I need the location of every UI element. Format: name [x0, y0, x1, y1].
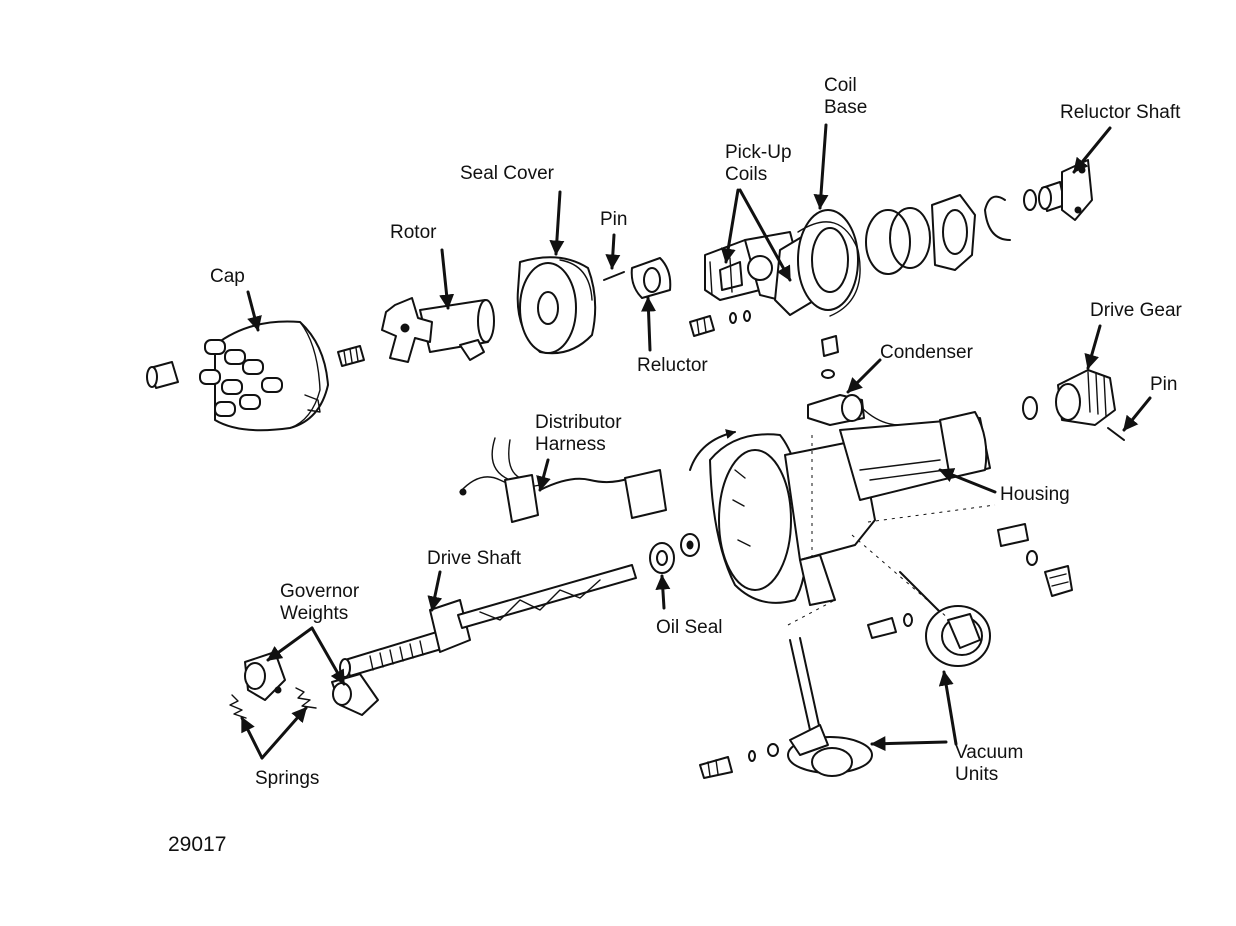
- label-governor-line1: Governor: [280, 581, 360, 602]
- springs-arrow-1: [240, 716, 264, 760]
- pickup-screw-part: [689, 310, 751, 337]
- reluctor-shaft-part: [1038, 159, 1093, 221]
- rotor-arrow: [439, 248, 455, 310]
- pickup-arrow-2: [738, 188, 792, 282]
- drive-gear-arrow: [1084, 324, 1102, 370]
- leader-arrows: [240, 123, 1152, 760]
- housing-arrow: [938, 468, 997, 494]
- seal-cover-part: [516, 256, 597, 355]
- distributor-harness-part: [459, 437, 667, 523]
- label-pickup-coils-line1: Pick-Up: [725, 142, 792, 163]
- seal-cover-arrow: [549, 190, 565, 256]
- label-coil-base-line1: Coil: [824, 75, 857, 96]
- label-governor-line2: Weights: [280, 603, 348, 624]
- harness-arrow: [536, 458, 551, 492]
- pin-top-arrow: [605, 233, 621, 270]
- vacuum-unit-lower-part: [699, 599, 873, 779]
- label-reluctor: Reluctor: [637, 355, 708, 376]
- retainer-rings-part: [865, 189, 1037, 275]
- vacuum-unit-upper-part: [851, 534, 991, 667]
- label-reluctor-shaft: Reluctor Shaft: [1060, 102, 1181, 123]
- drive-gear-part: [1022, 369, 1125, 441]
- housing-part: [689, 411, 996, 606]
- pin-right-part: [1107, 427, 1125, 441]
- label-springs: Springs: [255, 768, 319, 789]
- label-pin-top: Pin: [600, 209, 627, 230]
- label-drive-gear: Drive Gear: [1090, 300, 1183, 321]
- rotor-part: [381, 297, 495, 363]
- label-coil-base-line2: Base: [824, 97, 867, 118]
- springs-part: [229, 687, 317, 719]
- reluctor-part: [630, 257, 672, 299]
- drive-shaft-arrow: [427, 570, 443, 612]
- vacuum-arrow-upper: [938, 670, 958, 746]
- condenser-part: [807, 335, 923, 437]
- label-drive-shaft: Drive Shaft: [427, 548, 522, 569]
- oil-seal-part: [649, 533, 700, 574]
- reluctor-shaft-arrow: [1072, 126, 1112, 174]
- labels: Coil Base Reluctor Shaft Pick-Up Coils S…: [168, 75, 1183, 856]
- pin-top-part: [603, 271, 625, 281]
- label-vacuum-line1: Vacuum: [955, 742, 1023, 763]
- pickup-arrow-1: [720, 188, 740, 264]
- figure-number: 29017: [168, 833, 226, 856]
- label-pin-right: Pin: [1150, 374, 1177, 395]
- label-pickup-coils-line2: Coils: [725, 164, 767, 185]
- label-oil-seal: Oil Seal: [656, 617, 723, 638]
- label-harness-line2: Harness: [535, 434, 606, 455]
- vacuum-arrow-lower: [870, 736, 948, 752]
- label-vacuum-line2: Units: [955, 764, 998, 785]
- coil-base-part: [774, 209, 861, 317]
- label-condenser: Condenser: [880, 342, 974, 363]
- oil-seal-arrow: [655, 574, 671, 610]
- springs-arrow-2: [260, 706, 308, 760]
- label-cap: Cap: [210, 266, 245, 287]
- pin-right-arrow: [1122, 396, 1152, 432]
- reluctor-arrow: [641, 296, 657, 352]
- cap-screw-part: [337, 345, 365, 367]
- label-harness-line1: Distributor: [535, 412, 622, 433]
- drive-shaft-part: [339, 564, 637, 678]
- condenser-arrow: [846, 358, 882, 394]
- cap-arrow: [246, 290, 262, 332]
- cap-plug-part: [146, 361, 179, 389]
- governor-arrow-2: [310, 626, 346, 686]
- coil-base-arrow: [813, 123, 829, 210]
- label-rotor: Rotor: [390, 222, 437, 243]
- label-housing: Housing: [1000, 484, 1070, 505]
- governor-arrow-1: [266, 626, 314, 662]
- housing-clip-part: [997, 523, 1073, 597]
- cap-part: [199, 320, 329, 432]
- label-seal-cover: Seal Cover: [460, 163, 555, 184]
